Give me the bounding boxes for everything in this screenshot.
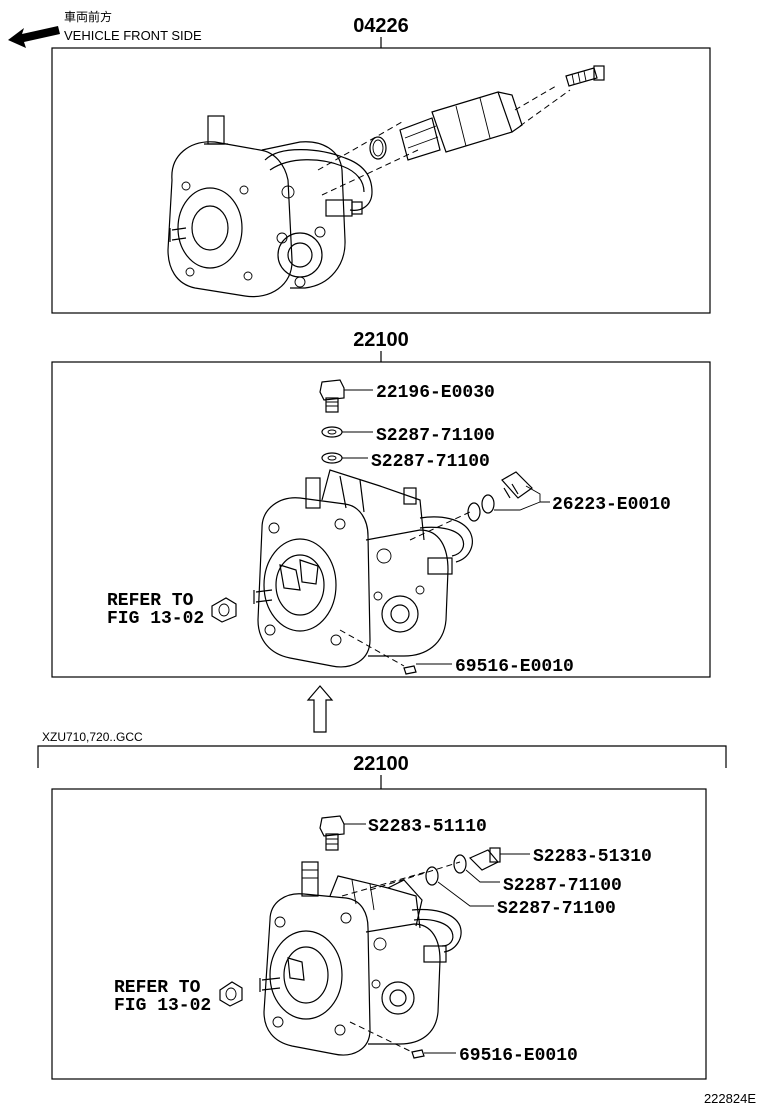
front-side-label-en: VEHICLE FRONT SIDE [64,28,202,43]
vehicle-front-arrow-icon [8,26,60,48]
callout-69516-e0010-b: 69516-E0010 [459,1046,578,1066]
refer-to-line-2: FIG 13-02 [107,609,204,629]
front-side-label-jp: 車両前方 [64,9,112,24]
variant-label: XZU710,720..GCC [42,730,143,744]
diagram-ref-code: 222824E [704,1091,756,1106]
refer-to-line-2-b: FIG 13-02 [114,996,211,1016]
callout-s2283-51110: S2283-51110 [368,817,487,837]
callout-s2287-71100-a: S2287-71100 [376,426,495,446]
callout-s2287-71100-c: S2287-71100 [503,876,622,896]
panel-2-frame [51,361,711,678]
supply-pump-22100-drawing [211,379,533,675]
refer-to-line-1-b: REFER TO [114,978,201,998]
panel-2-leaders [342,389,550,665]
callout-26223-e0010: 26223-E0010 [552,495,671,515]
callout-s2287-71100-b: S2287-71100 [371,452,490,472]
supply-pump-variant-drawing [219,815,501,1059]
callout-69516-e0010: 69516-E0010 [455,657,574,677]
variant-bracket [37,745,727,768]
refer-to-line-1: REFER TO [107,591,194,611]
panel-3-frame [51,788,707,1080]
callout-s2283-51310: S2283-51310 [533,847,652,867]
callout-s2287-71100-d: S2287-71100 [497,899,616,919]
panel-2-title: 22100 [353,329,409,351]
arrow-up-icon [306,685,334,733]
panel-1-frame [51,47,711,314]
supply-pump-assembly-drawing [167,65,605,298]
panel-3-leaders [344,823,530,1054]
callout-22196-e0030: 22196-E0030 [376,383,495,403]
panel-3-title: 22100 [353,753,409,775]
panel-1-title: 04226 [353,15,409,37]
